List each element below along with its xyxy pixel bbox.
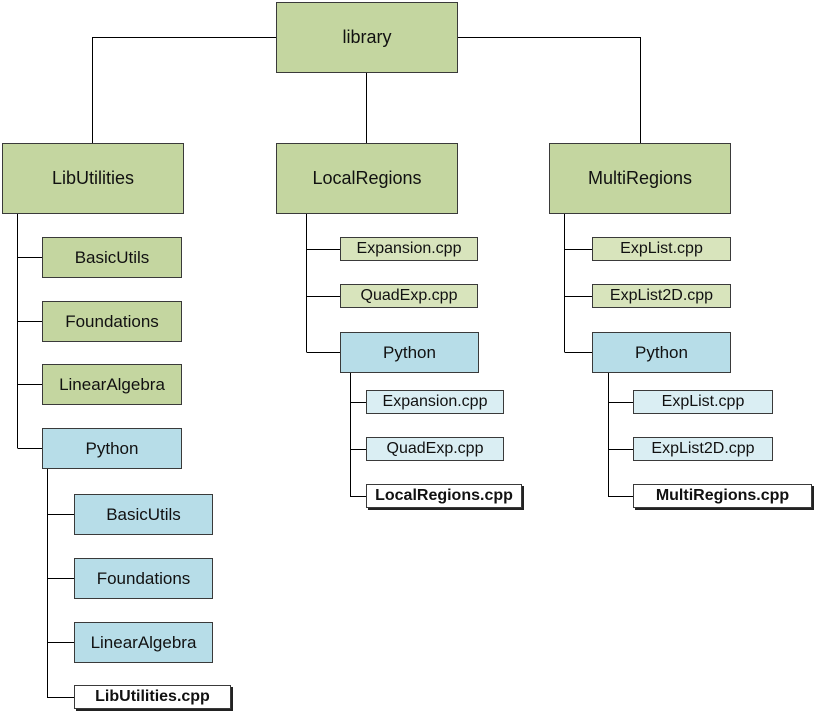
multiregions-python-child-explist2d: ExpList2D.cpp (633, 437, 773, 461)
multiregions-child-explist: ExpList.cpp (592, 237, 731, 261)
module-node-multiregions: MultiRegions (549, 143, 731, 214)
root-node-library: library (276, 2, 458, 73)
localregions-python-child-quadexp: QuadExp.cpp (366, 437, 504, 461)
localregions-python-node: Python (340, 332, 479, 373)
localregions-python-child-expansion: Expansion.cpp (366, 390, 504, 414)
multiregions-child-explist2d: ExpList2D.cpp (592, 284, 731, 308)
libutilities-python-child-foundations: Foundations (74, 558, 213, 599)
libutilities-child-basicutils: BasicUtils (42, 237, 182, 278)
libutilities-python-child-basicutils: BasicUtils (74, 494, 213, 535)
localregions-child-quadexp: QuadExp.cpp (340, 284, 478, 308)
multiregions-python-node: Python (592, 332, 731, 373)
multiregions-python-file: MultiRegions.cpp (633, 484, 812, 508)
libutilities-child-linearalgebra: LinearAlgebra (42, 364, 182, 405)
localregions-python-file: LocalRegions.cpp (366, 484, 522, 508)
libutilities-python-child-linearalgebra: LinearAlgebra (74, 622, 213, 663)
libutilities-python-file: LibUtilities.cpp (74, 685, 231, 709)
localregions-child-expansion: Expansion.cpp (340, 237, 478, 261)
libutilities-python-node: Python (42, 428, 182, 469)
module-node-libutilities: LibUtilities (2, 143, 184, 214)
libutilities-child-foundations: Foundations (42, 301, 182, 342)
module-node-localregions: LocalRegions (276, 143, 458, 214)
multiregions-python-child-explist: ExpList.cpp (633, 390, 773, 414)
